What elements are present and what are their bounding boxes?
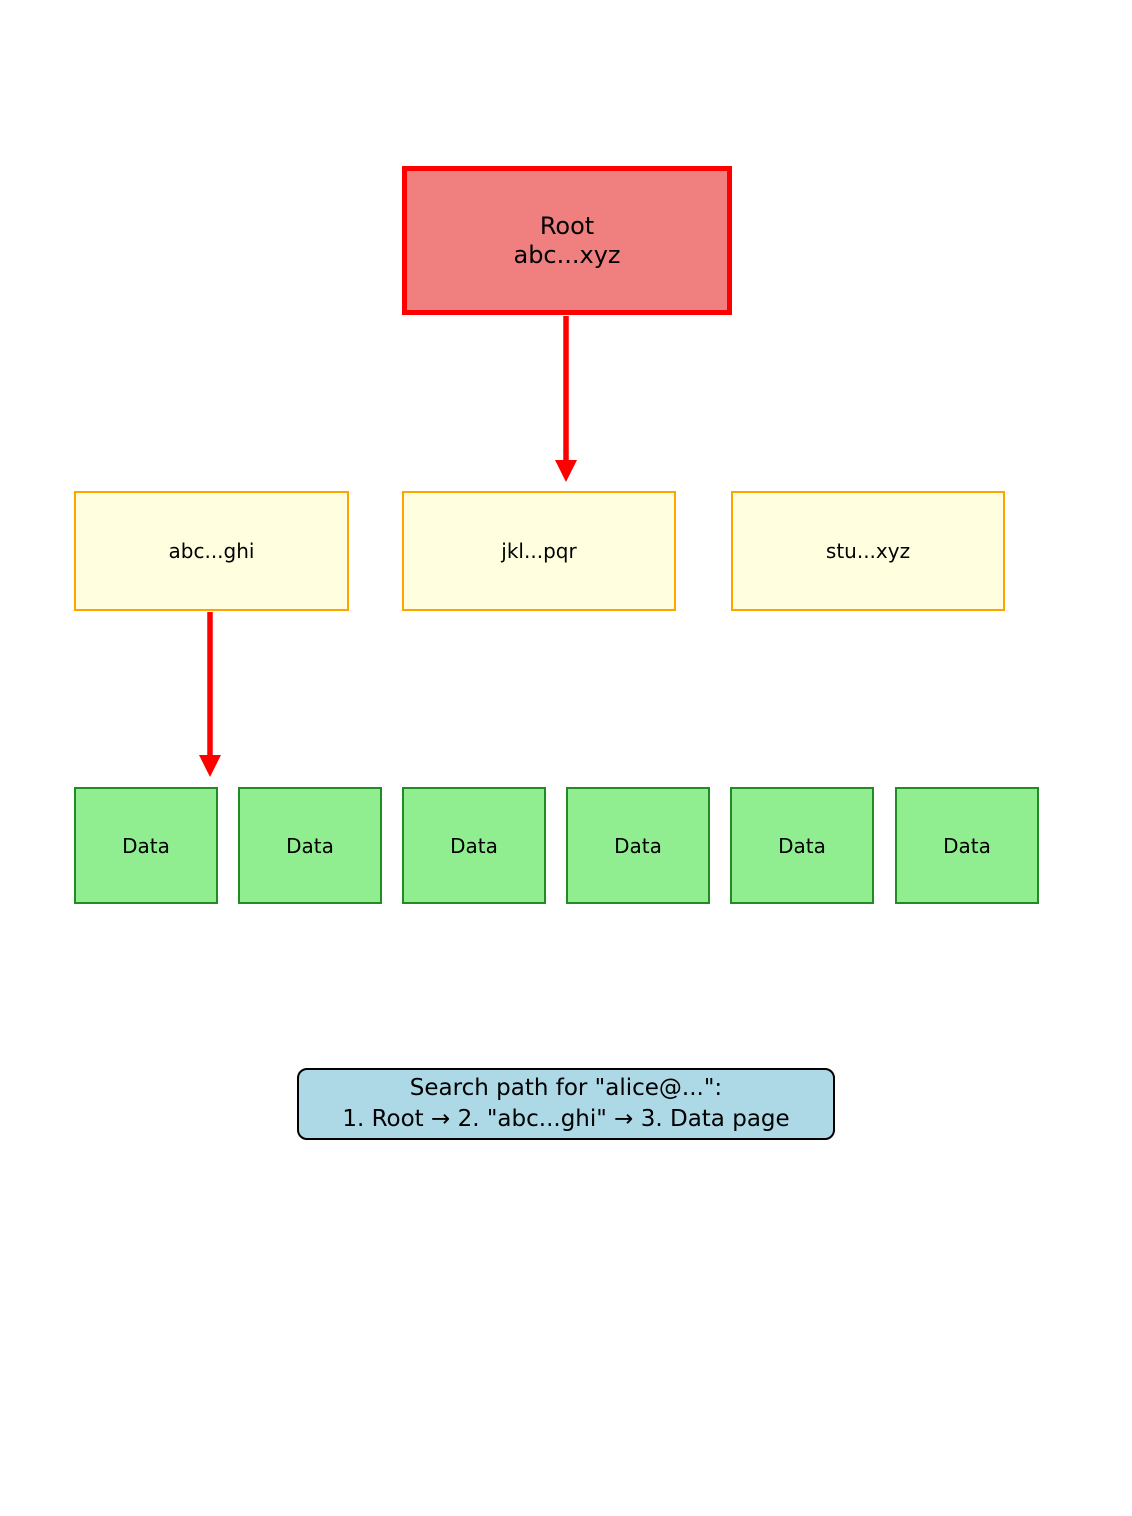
internal-node-label: jkl...pqr <box>501 539 577 563</box>
data-page-label: Data <box>943 833 991 858</box>
search-path-note: Search path for "alice@...": 1. Root → 2… <box>297 1068 835 1140</box>
internal-node-label: stu...xyz <box>825 539 911 563</box>
internal-node-jkl-pqr: jkl...pqr <box>402 491 676 611</box>
data-page-5: Data <box>730 787 874 904</box>
data-page-label: Data <box>122 833 170 858</box>
data-page-label: Data <box>450 833 498 858</box>
data-page-4: Data <box>566 787 710 904</box>
data-page-label: Data <box>778 833 826 858</box>
data-page-label: Data <box>614 833 662 858</box>
data-page-label: Data <box>286 833 334 858</box>
root-node-range: abc...xyz <box>513 240 621 269</box>
data-page-2: Data <box>238 787 382 904</box>
data-page-1: Data <box>74 787 218 904</box>
data-page-6: Data <box>895 787 1039 904</box>
internal-node-abc-ghi: abc...ghi <box>74 491 349 611</box>
root-node: Root abc...xyz <box>402 166 732 315</box>
root-node-title: Root <box>539 211 595 240</box>
search-path-note-steps: 1. Root → 2. "abc...ghi" → 3. Data page <box>342 1106 790 1132</box>
internal-node-stu-xyz: stu...xyz <box>731 491 1005 611</box>
data-page-3: Data <box>402 787 546 904</box>
internal-node-label: abc...ghi <box>168 539 255 563</box>
search-path-note-title: Search path for "alice@...": <box>409 1075 723 1101</box>
